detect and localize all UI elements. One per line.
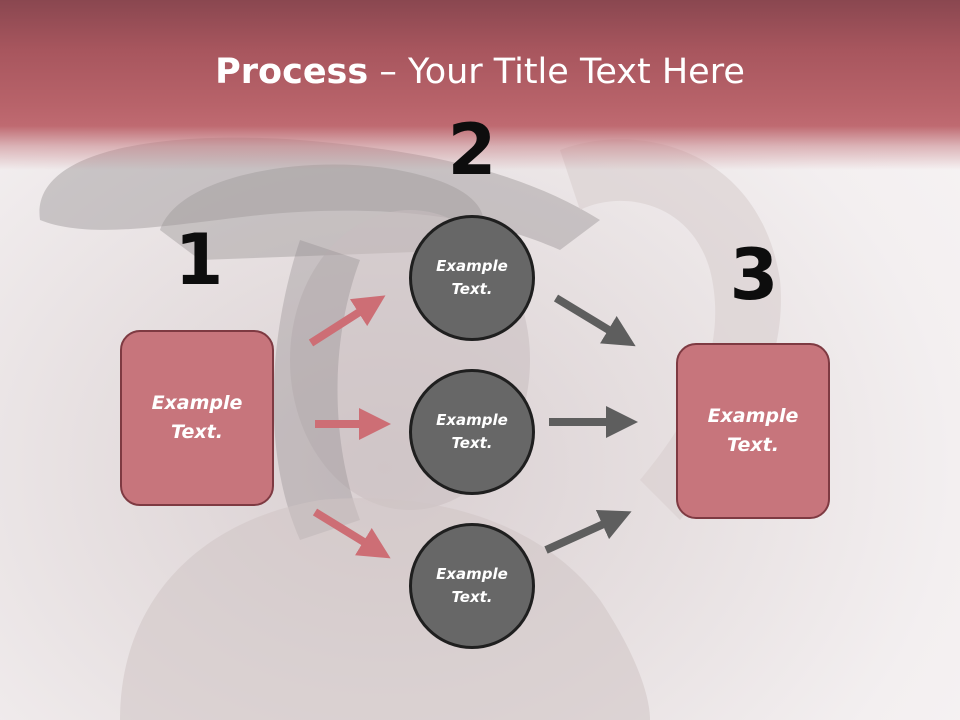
title-bold: Process: [215, 52, 369, 92]
circle-middle-text: Example Text.: [436, 411, 508, 452]
left-process-box[interactable]: Example Text.: [120, 330, 274, 506]
arrow-pink-down: [312, 508, 391, 559]
circle-bottom-text: Example Text.: [436, 565, 508, 606]
circle-bottom[interactable]: Example Text.: [409, 523, 535, 649]
right-process-box[interactable]: Example Text.: [676, 343, 830, 519]
right-box-text: Example Text.: [707, 405, 799, 456]
arrow-gray-down: [553, 294, 636, 347]
title-rest: – Your Title Text Here: [368, 52, 745, 92]
step-number-2: 2: [447, 109, 497, 191]
left-box-text: Example Text.: [151, 392, 243, 443]
step-number-1: 1: [174, 219, 224, 301]
step-number-3: 3: [729, 234, 779, 316]
arrow-gray-up: [544, 509, 632, 554]
title-bar: [0, 0, 960, 170]
arrow-pink-up: [308, 295, 386, 347]
circle-middle[interactable]: Example Text.: [409, 369, 535, 495]
circle-top[interactable]: Example Text.: [409, 215, 535, 341]
circle-top-text: Example Text.: [436, 257, 508, 298]
slide-title: Process – Your Title Text Here: [0, 52, 960, 92]
